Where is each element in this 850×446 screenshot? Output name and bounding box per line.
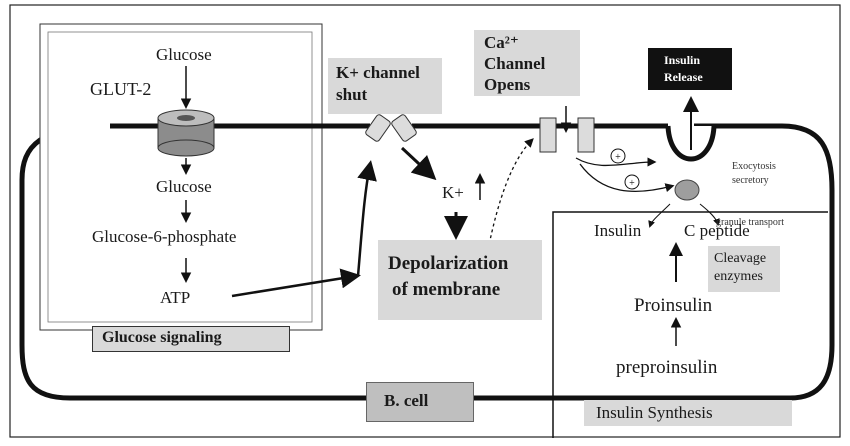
cleavage-line1: Cleavage	[714, 251, 767, 266]
ca-channel-label-line3: Opens	[484, 75, 531, 94]
glucose-signaling-label: Glucose signaling	[102, 329, 222, 346]
arrow-atp-to-channel	[231, 268, 361, 298]
exocytosis-line1: Exocytosis	[732, 161, 776, 172]
arrow-k-efflux	[400, 146, 437, 181]
glucose-inside-label: Glucose	[156, 177, 212, 196]
depolarization-line2: of membrane	[392, 279, 501, 300]
c-peptide-label: C peptide	[684, 221, 750, 240]
glucose-signaling-badge	[92, 326, 290, 352]
k-channel-icon	[365, 114, 417, 142]
arrow-ca-to-granule	[579, 163, 675, 193]
g6p-label: Glucose-6-phosphate	[92, 227, 237, 246]
arrow-ca-to-exocytosis	[575, 157, 657, 167]
cleavage-line2: enzymes	[714, 269, 763, 284]
k-channel-label-line1: K+ channel	[336, 63, 420, 82]
ca-channel-label-box	[474, 30, 580, 96]
ca-effect-circle-1-text: +	[615, 152, 621, 163]
ca-effect-circle-2-text: +	[629, 178, 635, 189]
b-cell-label: B. cell	[384, 391, 429, 410]
insulin-synthesis-badge	[584, 400, 792, 426]
arrow-to-ca-channel	[487, 138, 534, 251]
glucose-top-label: Glucose	[156, 45, 212, 64]
arrow-granule-right	[699, 203, 720, 226]
insulin-release-box	[648, 48, 732, 90]
ca-effect-circle-2	[624, 174, 640, 190]
ca-channel-label-line1: Ca²⁺	[484, 33, 519, 52]
insulin-label: Insulin	[594, 221, 642, 240]
glut2-label: GLUT-2	[90, 79, 152, 99]
ca-channel-label-line2: Channel	[484, 54, 546, 73]
ca-effect-circle-1	[610, 148, 626, 164]
k-channel-label-line2: shut	[336, 85, 368, 104]
insulin-release-line2: Release	[664, 70, 703, 84]
atp-label: ATP	[160, 288, 191, 307]
depolarization-line1: Depolarization	[388, 253, 509, 274]
ca-channel-icon	[539, 117, 595, 153]
secretory-granule-icon	[674, 179, 700, 201]
insulin-synthesis-frame	[552, 211, 828, 438]
glut2-transporter-icon	[157, 109, 215, 157]
insulin-release-line1: Insulin	[664, 53, 701, 67]
depolarization-box	[378, 240, 542, 320]
insulin-synthesis-label: Insulin Synthesis	[596, 403, 713, 422]
proinsulin-label: Proinsulin	[634, 295, 713, 316]
granule-transport-label: granule transport	[716, 217, 785, 228]
outer-frame	[9, 4, 841, 438]
arrow-to-k-channel	[356, 160, 377, 277]
k-channel-label-box	[328, 58, 442, 114]
glucose-signaling-inner-box	[47, 31, 313, 323]
k-ion-label: K+	[442, 183, 464, 202]
exocytosis-line2: secretory	[732, 175, 769, 186]
b-cell-badge	[366, 382, 474, 422]
arrow-granule-left	[648, 203, 671, 228]
preproinsulin-label: preproinsulin	[616, 357, 718, 378]
cleavage-enzymes-box	[708, 246, 780, 292]
